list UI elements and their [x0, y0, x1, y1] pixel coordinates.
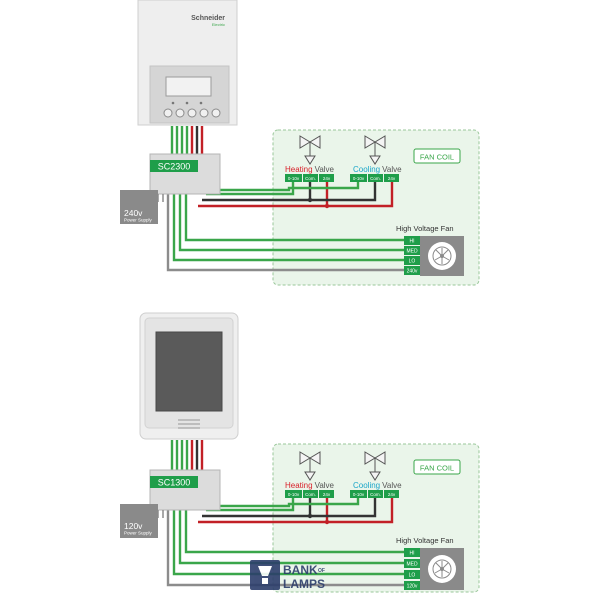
top-fan-coil-label-box — [413, 148, 461, 164]
fan-terminal-label: 240v — [407, 269, 418, 275]
bottom-cooling-valve-icon — [364, 451, 386, 481]
bottom-controller: SC1300 — [149, 469, 221, 511]
top-thermostat-button — [199, 108, 209, 118]
fan-terminal-label: 120v — [407, 584, 418, 590]
terminal-label: 24v — [323, 492, 331, 497]
lamp-icon — [258, 566, 272, 584]
top-thermostat-button — [163, 108, 173, 118]
top-power-supply-voltage: 240v — [124, 208, 143, 218]
top-cooling-valve-word: Valve — [382, 165, 402, 174]
top-section: FAN COIL Schneider Electric — [120, 0, 480, 286]
top-heating-word: Heating — [285, 165, 313, 174]
top-thermostat-display — [165, 76, 212, 97]
fan-terminal-label: HI — [410, 239, 415, 245]
fan-terminal-label: LO — [409, 573, 416, 579]
watermark-line1: BANK — [283, 563, 318, 577]
top-thermostat-button — [187, 108, 197, 118]
top-cooling-valve-icon — [364, 135, 386, 165]
terminal-label: 24v — [388, 492, 396, 497]
top-thermostat-button — [175, 108, 185, 118]
top-thermostat: Schneider Electric — [137, 0, 238, 126]
bottom-fan-coil-label: FAN COIL — [420, 464, 454, 473]
top-fan-title: High Voltage Fan — [396, 224, 454, 233]
terminal-label: Com. — [305, 492, 316, 497]
top-controller: SC2300 — [149, 153, 221, 195]
terminal-label: Com. — [305, 176, 316, 181]
bottom-heating-valve-word: Valve — [315, 481, 335, 490]
bottom-power-supply-voltage: 120v — [124, 521, 143, 531]
terminal-label: 0-10v — [353, 176, 365, 181]
top-cooling-terminals: 0-10v Com. 24v — [350, 174, 399, 182]
top-heating-valve-word: Valve — [315, 165, 335, 174]
bottom-wires — [166, 440, 404, 587]
bottom-section: FAN COIL — [120, 312, 480, 593]
top-heating-valve-icon — [299, 135, 321, 165]
watermark-line2: LAMPS — [283, 577, 325, 591]
bank-of-lamps-watermark: BANK OF LAMPS — [250, 560, 325, 591]
terminal-label: Com. — [370, 176, 381, 181]
bottom-cooling-terminals: 0-10v Com. 24v — [350, 490, 399, 498]
bottom-fan-icon — [434, 561, 450, 577]
top-power-supply: 240v Power Supply — [120, 190, 164, 224]
bottom-heating-terminals: 0-10v Com. 24v — [285, 490, 334, 498]
watermark-of: OF — [318, 568, 325, 574]
top-brand-sub: Electric — [212, 22, 225, 27]
top-thermostat-button — [211, 108, 221, 118]
top-cooling-word: Cooling — [353, 165, 380, 174]
fan-terminal-label: HI — [410, 551, 415, 557]
top-power-supply-sub: Power Supply — [124, 218, 153, 223]
fan-terminal-label: LO — [409, 259, 416, 265]
top-fan-icon — [434, 248, 450, 264]
bottom-cooling-valve-word: Valve — [382, 481, 402, 490]
bottom-heating-word: Heating — [285, 481, 313, 490]
bottom-fan: High Voltage Fan HI MED LO 120v — [396, 536, 464, 590]
bottom-fan-coil-label-box — [413, 459, 461, 475]
bottom-power-supply-sub: Power Supply — [124, 531, 153, 536]
terminal-label: 0-10v — [288, 492, 300, 497]
bottom-thermostat — [139, 312, 239, 440]
terminal-label: 24v — [388, 176, 396, 181]
bottom-controller-label: SC1300 — [158, 478, 191, 488]
top-fan-coil-label: FAN COIL — [420, 153, 454, 162]
bottom-cooling-word: Cooling — [353, 481, 380, 490]
top-brand-logo: Schneider — [191, 15, 225, 22]
fan-terminal-label: MED — [406, 562, 418, 568]
terminal-label: 0-10v — [288, 176, 300, 181]
bottom-fan-title: High Voltage Fan — [396, 536, 454, 545]
terminal-label: 0-10v — [353, 492, 365, 497]
fan-terminal-label: MED — [406, 249, 418, 255]
top-heating-terminals: 0-10v Com. 24v — [285, 174, 334, 182]
bottom-heating-valve-icon — [299, 451, 321, 481]
top-fan: High Voltage Fan HI MED LO 240v — [396, 224, 464, 276]
bottom-thermostat-screen — [155, 331, 223, 412]
terminal-label: Com. — [370, 492, 381, 497]
top-controller-label: SC2300 — [158, 162, 191, 172]
bottom-power-supply: 120v Power Supply — [120, 504, 164, 538]
terminal-label: 24v — [323, 176, 331, 181]
